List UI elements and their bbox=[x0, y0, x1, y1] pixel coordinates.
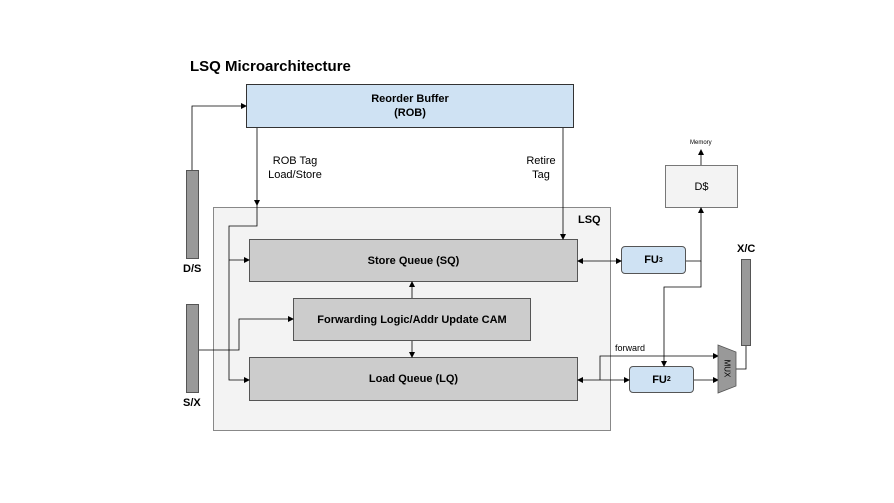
mux-shape bbox=[717, 344, 737, 394]
fu3-label: FU bbox=[644, 254, 659, 266]
sx-to-forwarding-wire bbox=[199, 316, 294, 351]
ds-pipeline-register bbox=[186, 170, 199, 259]
sx-label: S/X bbox=[183, 397, 201, 409]
forwarding-logic-block: Forwarding Logic/Addr Update CAM bbox=[293, 298, 531, 341]
rob-tag-distribution-wire bbox=[228, 205, 258, 383]
mux-label: MUX bbox=[722, 359, 732, 378]
load-store-text: Load/Store bbox=[268, 169, 322, 181]
dcache-block: D$ bbox=[665, 165, 738, 208]
xc-label: X/C bbox=[737, 243, 756, 255]
store-queue-block: Store Queue (SQ) bbox=[249, 239, 578, 282]
fu3-to-dcache-wire bbox=[686, 207, 704, 262]
mux-to-xc-wire bbox=[736, 346, 747, 370]
rob-subtitle: (ROB) bbox=[394, 107, 426, 119]
memory-label: Memory bbox=[690, 140, 712, 146]
reorder-buffer-block: Reorder Buffer (ROB) bbox=[246, 84, 574, 128]
rob-tag-text: ROB Tag bbox=[272, 155, 318, 167]
forward-label: forward bbox=[615, 343, 646, 353]
fu3-subscript: 3 bbox=[658, 256, 663, 264]
retire-tag-label: Retire Tag bbox=[520, 154, 562, 182]
fu2-label: FU bbox=[652, 373, 667, 386]
rob-tag-label: ROB Tag Load/Store bbox=[259, 154, 331, 182]
tag-text: Tag bbox=[532, 169, 550, 181]
ds-to-rob-wire bbox=[191, 103, 247, 170]
fu2-subscript: 2 bbox=[666, 376, 671, 383]
dcache-to-fu2-wire bbox=[661, 261, 702, 367]
ds-label: D/S bbox=[183, 263, 202, 275]
xc-pipeline-register bbox=[741, 259, 751, 346]
lsq-label: LSQ bbox=[578, 214, 601, 226]
rob-title: Reorder Buffer bbox=[371, 93, 449, 105]
sx-pipeline-register bbox=[186, 304, 199, 393]
forward-wire bbox=[599, 353, 719, 380]
retire-text: Retire bbox=[526, 155, 556, 167]
diagram-title: LSQ Microarchitecture bbox=[190, 58, 351, 75]
